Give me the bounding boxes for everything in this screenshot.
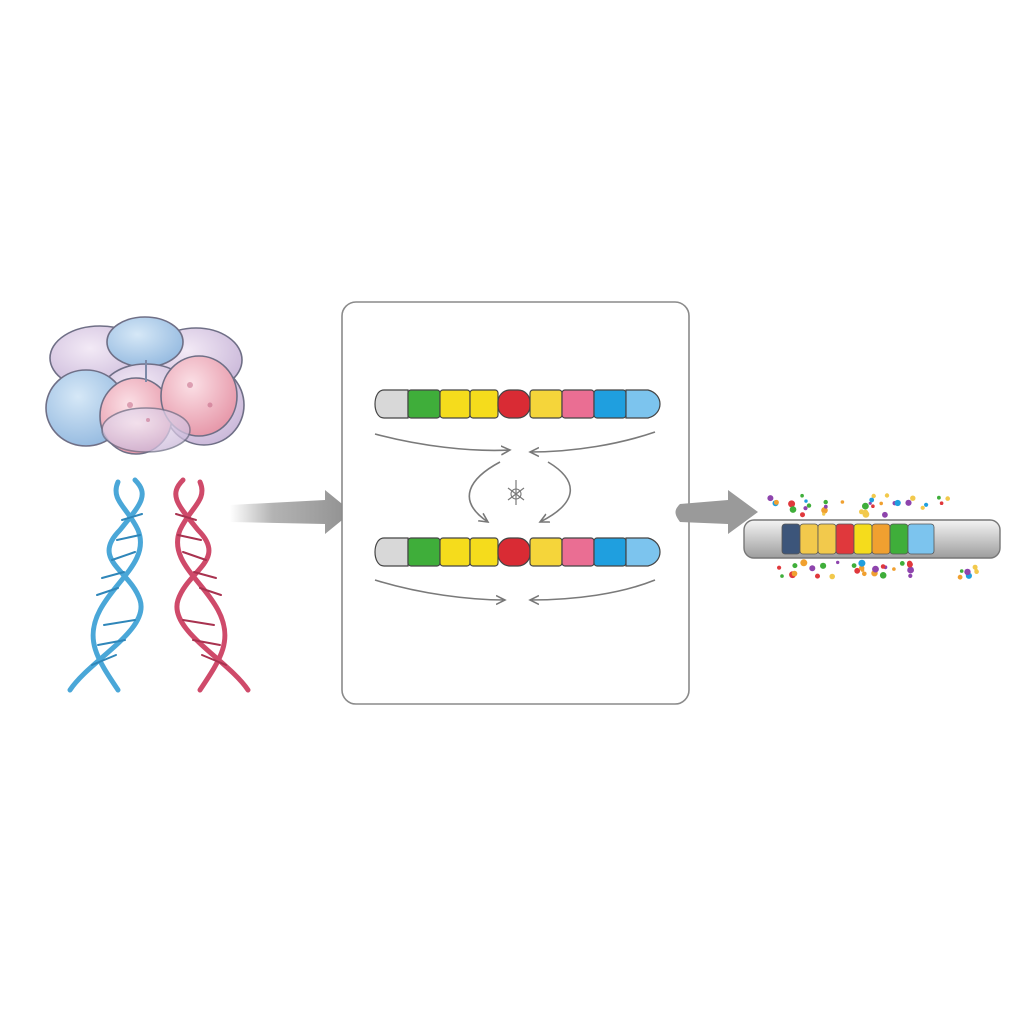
fiber-segment — [853, 523, 873, 555]
particle-dot — [906, 561, 913, 568]
particle-dot — [800, 512, 805, 518]
segment-block — [529, 537, 563, 567]
particle-dot — [773, 499, 779, 505]
segment-block — [593, 537, 627, 567]
particle-dot — [800, 493, 804, 498]
particle-dot — [789, 506, 797, 513]
particle-dot — [804, 499, 808, 503]
particle-dot — [840, 500, 845, 504]
particle-dot — [868, 501, 872, 505]
particle-dot — [910, 495, 916, 501]
histone-cluster-icon — [45, 316, 245, 455]
particle-dot — [920, 505, 925, 510]
particle-dot — [880, 564, 886, 569]
particle-dot — [907, 566, 914, 574]
particle-dot — [829, 573, 835, 580]
fiber-segment — [907, 523, 935, 555]
segment-block — [561, 537, 595, 567]
segment-block — [439, 537, 471, 567]
particle-dot — [862, 510, 870, 518]
particle-dot — [945, 496, 950, 501]
particle-dot — [862, 571, 867, 577]
segment-block — [407, 389, 441, 419]
particle-dot — [792, 563, 798, 569]
particle-dot — [972, 564, 978, 570]
segment-block — [497, 537, 531, 567]
segment-block — [529, 389, 563, 419]
segment-block — [561, 389, 595, 419]
particle-dot — [800, 559, 808, 567]
particle-dot — [905, 499, 912, 506]
fiber-segment — [835, 523, 855, 555]
segment-block — [469, 389, 499, 419]
segment-block — [374, 389, 409, 419]
flow-arrow-icon — [675, 490, 758, 534]
particle-dot — [959, 569, 964, 573]
particle-dot — [879, 501, 883, 506]
particle-dot — [836, 560, 840, 565]
particle-dot — [957, 574, 963, 580]
particle-dot — [823, 504, 828, 509]
particle-dot — [924, 502, 929, 507]
particle-dot — [894, 499, 901, 507]
segment-block — [439, 389, 471, 419]
particle-dot — [788, 500, 796, 508]
process-panel — [341, 301, 690, 705]
fiber-segment — [889, 523, 909, 555]
particle-dot — [892, 567, 896, 571]
segment-block — [625, 537, 661, 567]
particle-dot — [859, 565, 865, 571]
particle-dot — [862, 502, 869, 510]
segment-row-bottom — [374, 537, 661, 567]
particle-dot — [821, 507, 828, 514]
particle-dot — [899, 561, 905, 566]
segment-block — [593, 389, 627, 419]
particle-dot — [871, 504, 875, 509]
particle-dot — [803, 506, 808, 511]
segment-block — [625, 389, 661, 419]
fiber-segment — [781, 523, 801, 555]
particle-dot — [974, 569, 979, 574]
particle-dot — [939, 501, 944, 506]
fiber-segment — [871, 523, 891, 555]
particle-dot — [882, 511, 888, 518]
particle-dot — [872, 565, 879, 573]
particle-dot — [858, 559, 866, 567]
particle-dot — [871, 493, 876, 499]
cycle-arrows-icon — [374, 431, 656, 600]
particle-dot — [767, 495, 774, 502]
particle-dot — [806, 503, 812, 508]
particle-dot — [823, 499, 828, 505]
particle-dot — [777, 565, 782, 570]
particle-dot — [908, 573, 913, 579]
particle-dot — [851, 563, 857, 568]
particle-dot — [791, 570, 798, 577]
particle-dot — [884, 493, 890, 498]
particle-dot — [820, 562, 827, 569]
particle-dot — [869, 497, 875, 503]
fiber-segment — [799, 523, 819, 555]
particle-dot — [879, 572, 887, 579]
particle-dot — [964, 568, 971, 576]
segment-block — [407, 537, 441, 567]
segment-row-top — [374, 389, 661, 419]
particle-dot — [815, 573, 820, 579]
particle-dot — [780, 574, 784, 578]
particle-dot — [822, 512, 826, 516]
fiber-segment — [817, 523, 837, 555]
segment-block — [469, 537, 499, 567]
segment-block — [374, 537, 409, 567]
particle-dot — [937, 495, 941, 500]
fiber-icon — [743, 493, 1001, 580]
segment-block — [497, 389, 531, 419]
particle-dot — [854, 567, 861, 574]
particle-dot — [809, 565, 816, 572]
dna-helix-icon — [67, 477, 251, 693]
flow-arrow-icon — [230, 490, 352, 534]
